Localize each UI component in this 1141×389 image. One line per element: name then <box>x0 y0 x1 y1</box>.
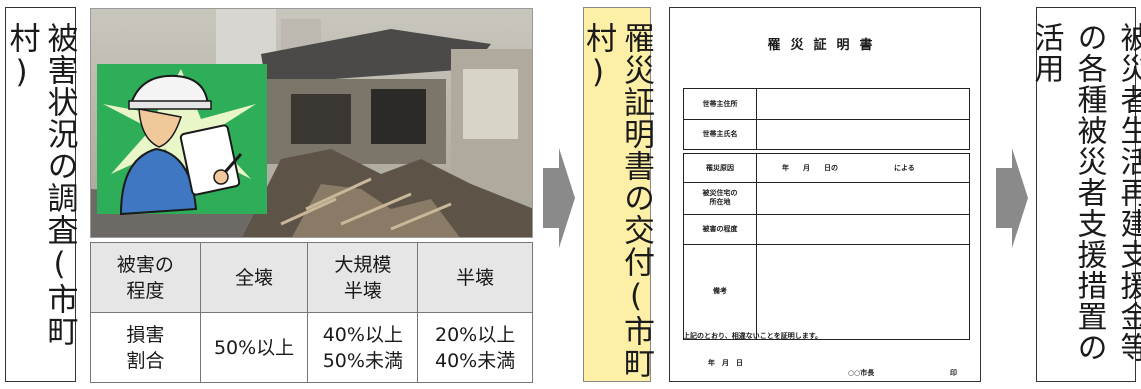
field-house-location: 被災住宅の 所在地 <box>684 182 757 214</box>
damage-photo <box>90 8 533 238</box>
field-damage-degree: 被害の程度 <box>684 214 757 244</box>
field-householder-name: 世帯主氏名 <box>684 119 757 149</box>
step1-box: 被害状況の調査(市町村) <box>3 7 78 382</box>
table-header-total: 全壊 <box>199 242 309 313</box>
certificate-table-main: 罹災原因 年 月 日の による 被災住宅の 所在地 被害の程度 備考 <box>683 153 970 340</box>
table-cell-large-half: 40%以上 50%未満 <box>307 312 419 383</box>
cause-text: 年 月 日の による <box>782 164 915 172</box>
arrow-1-icon <box>543 148 575 248</box>
field-remarks: 備考 <box>684 244 757 339</box>
table-cell-half: 20%以上 40%未満 <box>417 312 533 383</box>
field-householder-address: 世帯主住所 <box>684 89 757 119</box>
certificate-seal: 印 <box>950 369 957 377</box>
step3-box: 被災者生活再建支援金等の各種被災者支援措置の活用 <box>1029 7 1141 382</box>
certificate-issuer: ○○市長 <box>848 369 875 377</box>
table-header-large-half: 大規模 半壊 <box>307 242 419 313</box>
step1-label: 被害状況の調査(市町村) <box>3 22 78 347</box>
step2-label: 罹災証明書の交付(市町村) <box>580 22 654 379</box>
step2-box: 罹災証明書の交付(市町村) <box>580 7 654 382</box>
arrow-2-icon <box>996 148 1028 248</box>
certificate-title: 罹災証明書 <box>767 38 883 53</box>
table-header-half: 半壊 <box>417 242 533 313</box>
step3-label: 被災者生活再建支援金等の各種被災者支援措置の活用 <box>1028 22 1141 363</box>
table-row-header: 損害 割合 <box>90 312 201 383</box>
certificate-table-top: 世帯主住所 世帯主氏名 <box>683 88 970 150</box>
field-cause: 罹災原因 <box>684 154 757 182</box>
inspector-icon <box>119 74 243 216</box>
table-cell-total: 50%以上 <box>199 312 309 383</box>
table-header-degree: 被害の 程度 <box>90 242 201 313</box>
certificate-date: 年 月 日 <box>708 359 743 367</box>
certificate-form: 罹災証明書 世帯主住所 世帯主氏名 罹災原因 年 月 日の による 被災住宅の … <box>669 7 981 382</box>
damage-table: 被害の 程度 全壊 大規模 半壊 半壊 損害 割合 50%以上 40%以上 50… <box>90 242 533 383</box>
damaged-house-image <box>91 9 532 237</box>
certificate-statement: 上記のとおり、相違ないことを証明します。 <box>683 332 823 340</box>
